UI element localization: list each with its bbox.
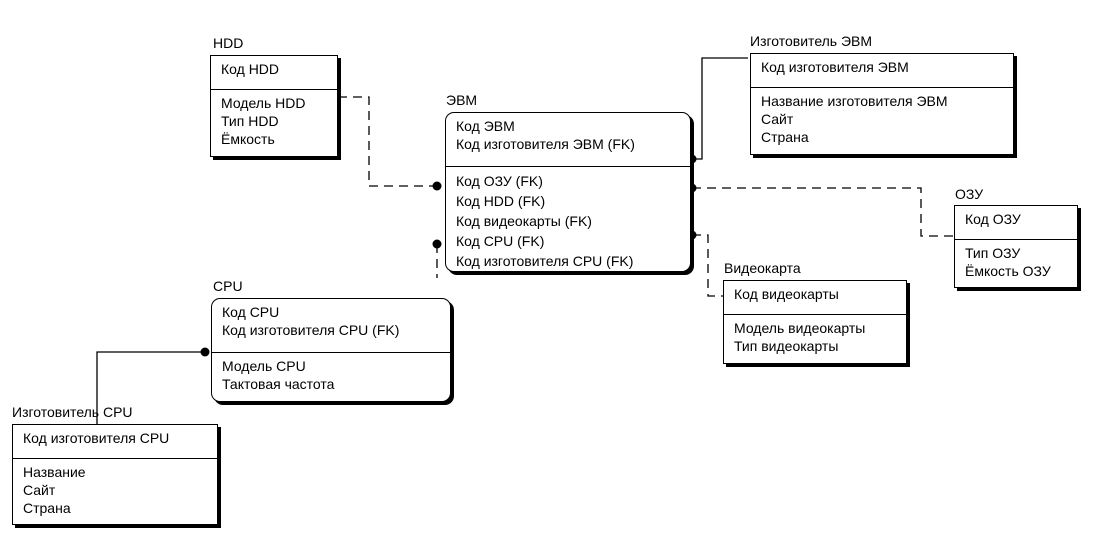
relationship-ozu-evm [692,187,954,237]
key-field: Код ЭВМ [456,118,515,134]
attribute-field: Модель HDD [221,95,306,111]
key-field: Код видеокарты [734,286,839,302]
attribute-field: Код изготовителя CPU (FK) [456,253,634,269]
entity-maker-evm-keys: Код изготовителя ЭВМ [751,54,1013,88]
entity-maker-cpu[interactable]: Код изготовителя CPU Название Сайт Стран… [12,424,218,525]
attribute-field: Модель видеокарты [734,320,866,336]
entity-cpu-keys: Код CPU Код изготовителя CPU (FK) [212,299,450,353]
relationship-maker-evm-evm [692,57,748,160]
entity-ozu-keys: Код ОЗУ [955,206,1077,240]
relationship-maker-cpu-cpu [96,351,205,424]
entity-title-evm: ЭВМ [446,92,478,108]
attribute-field: Тип HDD [221,113,279,129]
attribute-field: Код видеокарты (FK) [456,213,592,229]
entity-title-video: Видеокарта [724,260,801,276]
relationship-video-evm [692,234,723,297]
entity-evm-attributes: Код ОЗУ (FK) Код HDD (FK) Код видеокарты… [446,167,690,275]
key-field: Код изготовителя CPU (FK) [222,322,400,338]
entity-maker-evm[interactable]: Код изготовителя ЭВМ Название изготовите… [750,53,1014,155]
entity-title-hdd: HDD [213,35,244,51]
entity-video-keys: Код видеокарты [724,281,906,315]
relationship-dot-cpu [432,239,442,249]
entity-hdd-keys: Код HDD [211,56,337,90]
attribute-field: Код CPU (FK) [456,233,545,249]
entity-evm[interactable]: Код ЭВМ Код изготовителя ЭВМ (FK) Код ОЗ… [445,112,691,272]
entity-video-attributes: Модель видеокарты Тип видеокарты [724,315,906,359]
key-field: Код HDD [221,61,280,77]
entity-ozu-attributes: Тип ОЗУ Ёмкость ОЗУ [955,240,1077,284]
attribute-field: Ёмкость [221,131,275,147]
attribute-field: Сайт [761,111,794,127]
attribute-field: Тип ОЗУ [965,245,1021,261]
entity-hdd-attributes: Модель HDD Тип HDD Ёмкость [211,90,337,152]
attribute-field: Название [23,464,86,480]
attribute-field: Страна [23,500,71,516]
entity-title-maker-cpu: Изготовитель CPU [12,404,133,420]
relationship-dot-maker-cpu [200,347,210,357]
relationship-dot-hdd [432,181,442,191]
key-field: Код ОЗУ [965,211,1021,227]
entity-title-maker-evm: Изготовитель ЭВМ [750,33,873,49]
attribute-field: Страна [761,129,809,145]
attribute-field: Модель CPU [222,358,306,374]
entity-hdd[interactable]: Код HDD Модель HDD Тип HDD Ёмкость [210,55,338,157]
entity-maker-cpu-attributes: Название Сайт Страна [13,459,217,521]
entity-cpu[interactable]: Код CPU Код изготовителя CPU (FK) Модель… [211,298,451,402]
attribute-field: Ёмкость ОЗУ [965,263,1051,279]
key-field: Код изготовителя ЭВМ (FK) [456,136,635,152]
attribute-field: Название изготовителя ЭВМ [761,93,948,109]
entity-evm-keys: Код ЭВМ Код изготовителя ЭВМ (FK) [446,113,690,167]
attribute-field: Код ОЗУ (FK) [456,173,543,189]
key-field: Код изготовителя CPU [23,430,170,446]
relationship-hdd-evm [338,96,437,187]
entity-video[interactable]: Код видеокарты Модель видеокарты Тип вид… [723,280,907,364]
attribute-field: Код HDD (FK) [456,193,546,209]
attribute-field: Тип видеокарты [734,338,839,354]
key-field: Код изготовителя ЭВМ [761,59,909,75]
entity-title-cpu: CPU [213,278,243,294]
attribute-field: Сайт [23,482,56,498]
entity-title-ozu: ОЗУ [955,186,984,202]
attribute-field: Тактовая частота [222,376,335,392]
entity-maker-cpu-keys: Код изготовителя CPU [13,425,217,459]
entity-cpu-attributes: Модель CPU Тактовая частота [212,353,450,397]
entity-ozu[interactable]: Код ОЗУ Тип ОЗУ Ёмкость ОЗУ [954,205,1078,288]
entity-maker-evm-attributes: Название изготовителя ЭВМ Сайт Страна [751,88,1013,150]
key-field: Код CPU [222,304,280,320]
